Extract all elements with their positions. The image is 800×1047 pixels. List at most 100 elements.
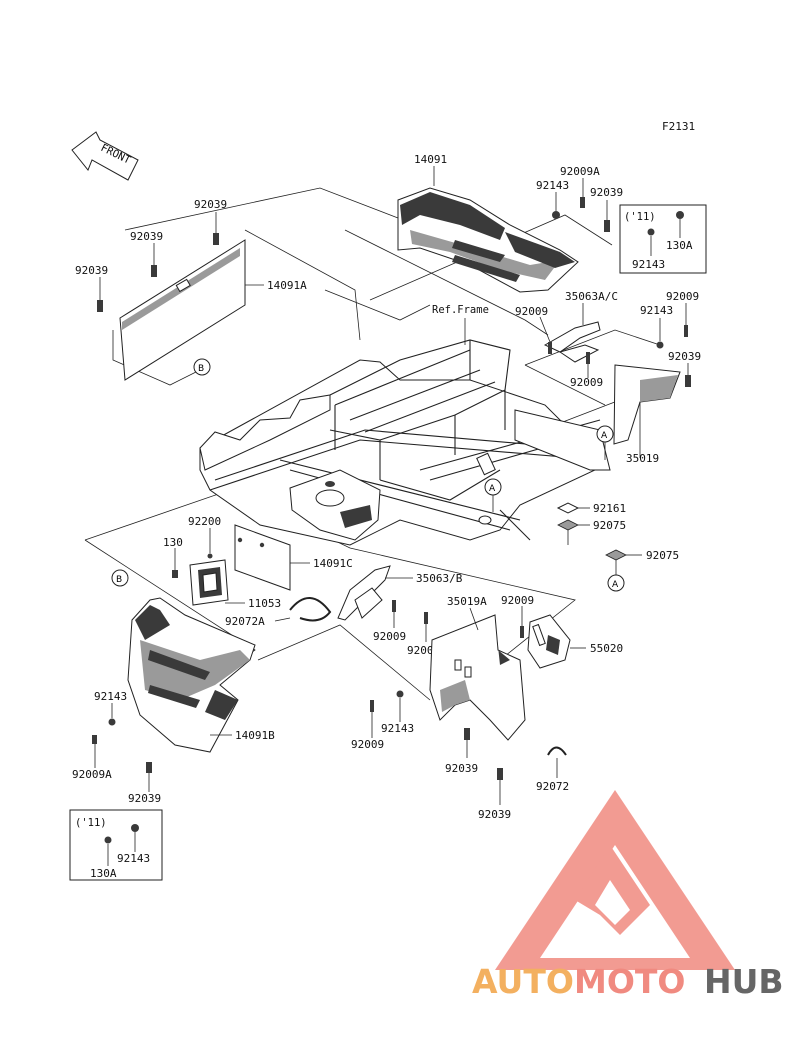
inset-bottom-year: ('11): [75, 817, 107, 829]
bracket-55020: 55020: [527, 614, 623, 669]
band-92072A: 92072A: [225, 597, 332, 628]
label-35019A: 35019A: [447, 595, 487, 608]
label-92009A-top: 92009A: [560, 165, 600, 178]
callout-b-upper: B: [193, 358, 211, 376]
label-35019: 35019: [626, 452, 659, 465]
main-frame: [199, 339, 611, 546]
watermark-part1: AUTO: [472, 962, 574, 1001]
bolt-92039-center-1: 92039: [445, 728, 478, 775]
callout-a-pad-letter: A: [612, 580, 619, 590]
bolt-92039-bottom-left: 92039: [128, 762, 161, 805]
bolt-92009-mid: 92009: [515, 305, 552, 354]
guard-35019: 35019: [613, 364, 681, 465]
label-92072A: 92072A: [225, 615, 265, 628]
watermark-part2: MOTO: [574, 962, 685, 1001]
inset-top-part-b: 92143: [632, 258, 665, 271]
washer-92143-center: 92143: [381, 690, 414, 735]
label-92143-top: 92143: [536, 179, 569, 192]
label-35063B: 35063/B: [416, 572, 463, 585]
screw-92009A-left: 92009A: [72, 735, 112, 781]
label-92039-right: 92039: [668, 350, 701, 363]
label-14091A: 14091A: [267, 279, 307, 292]
bolt-92009-mid-2: 92009: [570, 352, 603, 389]
callout-b-lower-letter: B: [116, 575, 122, 585]
callout-b-lower: B: [111, 569, 129, 587]
label-92039-left-1: 92039: [194, 198, 227, 211]
label-92143-center: 92143: [381, 722, 414, 735]
label-92009-mid-2: 92009: [570, 376, 603, 389]
label-11053: 11053: [248, 597, 281, 610]
label-130: 130: [163, 536, 183, 549]
label-92039-left-3: 92039: [75, 264, 108, 277]
washer-92143-right: 92143: [640, 304, 673, 349]
pad-92075-1: 92075: [557, 519, 626, 545]
screw-92009A-top: 92009A: [560, 165, 600, 208]
watermark-logo-icon: [495, 790, 735, 970]
guard-14091B: 14091B: [127, 597, 275, 753]
inset-bottom-part-a: 92143: [117, 852, 150, 865]
label-35063AC: 35063A/C: [565, 290, 618, 303]
label-55020: 55020: [590, 642, 623, 655]
plate-14091C: 14091C: [234, 524, 353, 591]
bolt-92009-center-low: 92009: [351, 700, 384, 751]
bolt-92039-left-1: 92039: [194, 198, 227, 245]
inset-top-part-a: 130A: [666, 239, 693, 252]
label-92039-top-right: 92039: [590, 186, 623, 199]
pad-92075-2: 92075: [605, 549, 679, 575]
figure-code: F2131: [662, 120, 695, 133]
bolt-92039-left-2: 92039: [130, 230, 163, 277]
label-14091C: 14091C: [313, 557, 353, 570]
bolt-92039-left-3: 92039: [75, 264, 108, 312]
label-14091B: 14091B: [235, 729, 275, 742]
label-92009-right: 92009: [666, 290, 699, 303]
bolt-130: 130: [163, 536, 183, 578]
label-92009-mid: 92009: [515, 305, 548, 318]
label-92200: 92200: [188, 515, 221, 528]
panel-14091A: 14091A: [119, 239, 307, 381]
ref-frame-label: Ref.Frame: [432, 304, 489, 316]
callout-b-upper-letter: B: [198, 364, 204, 374]
inset-top-year: ('11): [624, 211, 656, 223]
label-14091: 14091: [414, 153, 447, 166]
callout-a-frame-right: A: [596, 425, 614, 460]
label-92072: 92072: [536, 780, 569, 793]
label-92009-c3: 92009: [501, 594, 534, 607]
bolt-92039-right: 92039: [668, 350, 701, 387]
label-92161: 92161: [593, 502, 626, 515]
label-92143-left: 92143: [94, 690, 127, 703]
callout-a-frame-right-letter: A: [601, 431, 608, 441]
exploded-boundary-lines: [84, 187, 661, 701]
washer-92200: 92200: [188, 515, 221, 559]
front-arrow-icon: FRONT: [71, 131, 139, 181]
label-92009-c1: 92009: [373, 630, 406, 643]
callout-a-pad: A: [607, 574, 625, 592]
ref-frame: Ref.Frame: [432, 304, 489, 345]
bolt-92039-top-right: 92039: [590, 186, 623, 232]
bolt-92039-center-2: 92039: [478, 768, 511, 821]
inset-bottom-part-b: 130A: [90, 867, 117, 880]
label-92009A-left: 92009A: [72, 768, 112, 781]
watermark-text: AUTO MOTO HUB: [472, 962, 784, 1001]
bracket-35063AC: 35063A/C: [543, 290, 618, 363]
guard-35019A: 35019A: [429, 595, 526, 741]
inset-2011-top: ('11) 130A 92143: [619, 204, 707, 274]
bolt-92009-c1: 92009: [373, 600, 406, 643]
bracket-35063B: 35063/B: [337, 565, 463, 621]
label-92039-left-2: 92039: [130, 230, 163, 243]
washer-92143-left: 92143: [94, 690, 127, 726]
label-92075-1: 92075: [593, 519, 626, 532]
label-92039-bottom-left: 92039: [128, 792, 161, 805]
callout-a-frame-center-letter: A: [489, 484, 496, 494]
bolt-92009-c3: 92009: [501, 594, 534, 638]
inset-2011-bottom: ('11) 92143 130A: [69, 809, 163, 881]
label-92039-center-2: 92039: [478, 808, 511, 821]
screw-92143-top: 92143: [536, 179, 569, 219]
label-92039-center-1: 92039: [445, 762, 478, 775]
bolt-92009-right: 92009: [666, 290, 699, 337]
guard-14091: 14091: [397, 153, 579, 293]
label-92075-2: 92075: [646, 549, 679, 562]
gasket-11053: 11053: [189, 559, 281, 610]
label-92009-center-low: 92009: [351, 738, 384, 751]
label-92143-right: 92143: [640, 304, 673, 317]
